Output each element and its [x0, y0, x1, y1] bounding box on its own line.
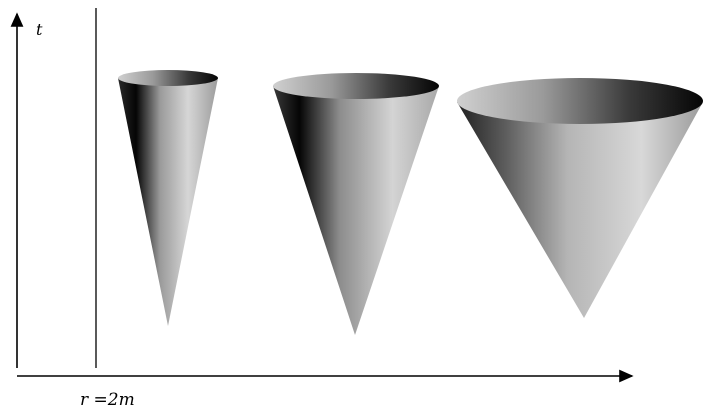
- light-cone-1: [118, 70, 218, 326]
- light-cone-3: [457, 78, 703, 318]
- horizon-label: r =2m: [80, 390, 135, 410]
- t-axis-label: t: [36, 20, 43, 39]
- light-cone-2: [273, 73, 439, 335]
